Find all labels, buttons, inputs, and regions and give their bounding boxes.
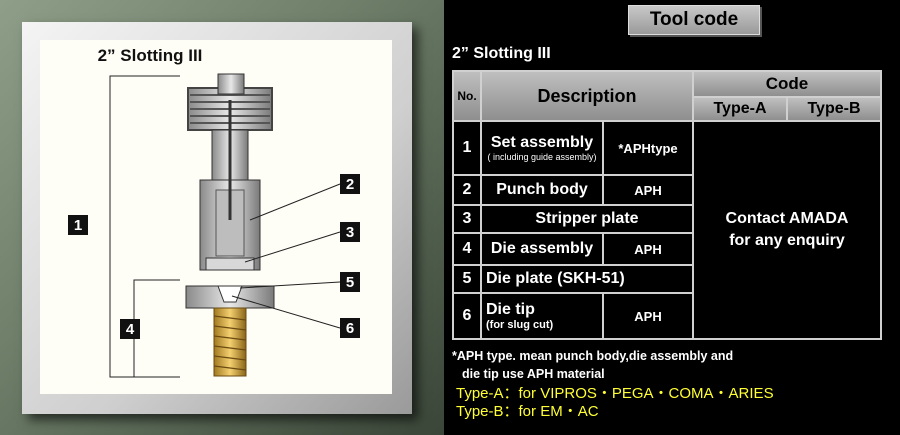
svg-text:4: 4 (126, 321, 135, 338)
callout-3: 3 (340, 222, 360, 242)
leader-5 (239, 281, 341, 289)
row-code: *APHtype (602, 120, 694, 176)
row-number: 6 (452, 292, 482, 340)
row-description: Die tip (for slug cut) (480, 292, 604, 340)
bracket-1 (109, 75, 180, 378)
leader-6 (231, 295, 341, 329)
callout-1: 1 (68, 215, 88, 235)
table-row: 6 Die tip (for slug cut) APH (452, 292, 881, 340)
tool-code-table: No. Description Code Type-A Type-B 1 Set… (452, 70, 882, 340)
callout-5: 5 (340, 272, 360, 292)
row-description: Die assembly (480, 232, 604, 266)
row-number: 5 (452, 264, 482, 294)
tool-code-heading: Tool code (628, 5, 760, 35)
aph-note: *APH type. mean punch body,die assembly … (452, 349, 734, 381)
row-number: 3 (452, 204, 482, 234)
slotting-tool-diagram: 1 2 3 4 5 6 (68, 73, 360, 378)
table-row: 3 Stripper plate (452, 204, 881, 234)
product-subtitle: 2” Slotting III (452, 45, 551, 62)
svg-text:2: 2 (346, 176, 354, 193)
illustration-canvas: 2” Slotting III (40, 40, 392, 394)
type-b-note: Type-B：for EM・AC (456, 403, 599, 420)
row-number: 1 (452, 120, 482, 176)
svg-text:1: 1 (74, 217, 82, 234)
callout-4: 4 (120, 319, 140, 339)
svg-text:5: 5 (346, 274, 354, 291)
row-code: APH (602, 174, 694, 206)
row-number: 4 (452, 232, 482, 266)
header-no: No. (452, 70, 482, 122)
die-tip-icon (217, 285, 243, 303)
table-row: 5 Die plate (SKH-51) (452, 264, 881, 294)
header-type-b: Type-B (786, 96, 882, 122)
bracket-4 (133, 279, 180, 377)
type-legend: Type-A：for VIPROS・PEGA・COMA・ARIES Type-B… (456, 385, 774, 421)
diagram-title: 2” Slotting III (97, 46, 203, 65)
table-row: 2 Punch body APH (452, 174, 881, 206)
row-description: Stripper plate (480, 204, 694, 234)
header-type-a: Type-A (692, 96, 788, 122)
row-code: APH (602, 292, 694, 340)
stripper-plate-icon (205, 257, 255, 271)
row-number: 2 (452, 174, 482, 206)
row-description: Set assembly ( including guide assembly) (480, 120, 604, 176)
svg-text:6: 6 (346, 320, 354, 337)
table-row: 4 Die assembly APH (452, 232, 881, 266)
table-row: 1 Set assembly ( including guide assembl… (452, 120, 882, 340)
callout-2: 2 (340, 174, 360, 194)
header-code: Code (692, 70, 882, 98)
row-description: Punch body (480, 174, 604, 206)
contact-message: Contact AMADA for any enquiry (692, 120, 882, 340)
punch-head-icon (217, 73, 245, 95)
svg-text:3: 3 (346, 224, 354, 241)
callout-6: 6 (340, 318, 360, 338)
leader-2 (249, 183, 341, 221)
leader-3 (244, 231, 341, 263)
row-description: Die plate (SKH-51) (480, 264, 694, 294)
row-code: APH (602, 232, 694, 266)
header-description: Description (480, 70, 694, 122)
type-a-note: Type-A：for VIPROS・PEGA・COMA・ARIES (456, 385, 774, 402)
